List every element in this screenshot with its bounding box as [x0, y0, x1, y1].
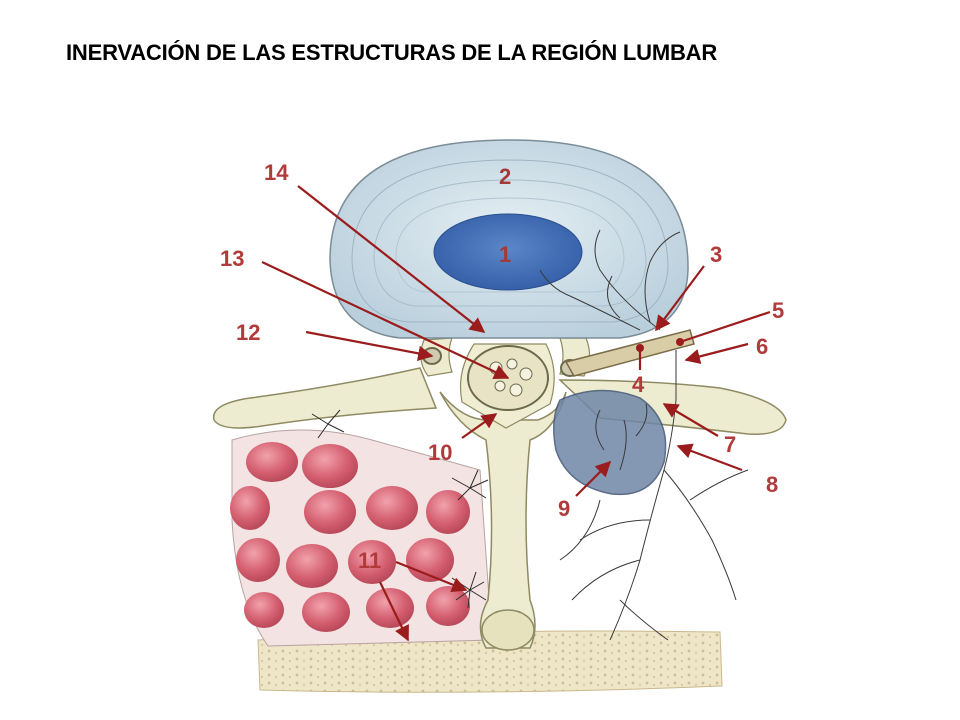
label-1: 1 [499, 242, 511, 267]
label-14: 14 [264, 160, 289, 185]
label-4: 4 [632, 372, 645, 397]
label-5: 5 [772, 298, 784, 323]
annotation-arrows [261, 185, 771, 642]
label-2: 2 [499, 164, 511, 189]
label-12: 12 [236, 320, 260, 345]
arrow-11b [379, 581, 409, 642]
arrow-11a [395, 560, 468, 593]
label-10: 10 [428, 440, 452, 465]
arrow-13 [261, 261, 510, 380]
paravertebral-muscles [230, 429, 493, 647]
annotation-dots [636, 338, 684, 352]
arrow-9 [575, 460, 612, 497]
arrow-5 [679, 310, 771, 344]
arrow-14 [297, 185, 486, 333]
arrow-7 [662, 403, 719, 437]
label-13: 13 [220, 246, 244, 271]
spinal-nerve [560, 329, 695, 377]
page-title: INERVACIÓN DE LAS ESTRUCTURAS DE LA REGI… [66, 40, 718, 65]
arrow-6 [684, 342, 749, 364]
label-7: 7 [724, 432, 736, 457]
number-labels: 1 2 3 4 5 6 7 8 9 10 11 12 13 14 [220, 160, 784, 573]
label-9: 9 [558, 496, 570, 521]
label-8: 8 [766, 472, 778, 497]
arrow-10 [461, 413, 498, 439]
arrow-8 [676, 443, 743, 472]
dural-sac [459, 343, 555, 429]
label-11: 11 [358, 548, 381, 573]
arrow-3 [655, 265, 705, 332]
label-3: 3 [710, 242, 722, 267]
nucleus-pulposus [433, 213, 583, 291]
facet-joint [553, 389, 667, 496]
label-6: 6 [756, 334, 768, 359]
arrow-12 [305, 330, 434, 361]
nerve-branches [539, 229, 749, 641]
